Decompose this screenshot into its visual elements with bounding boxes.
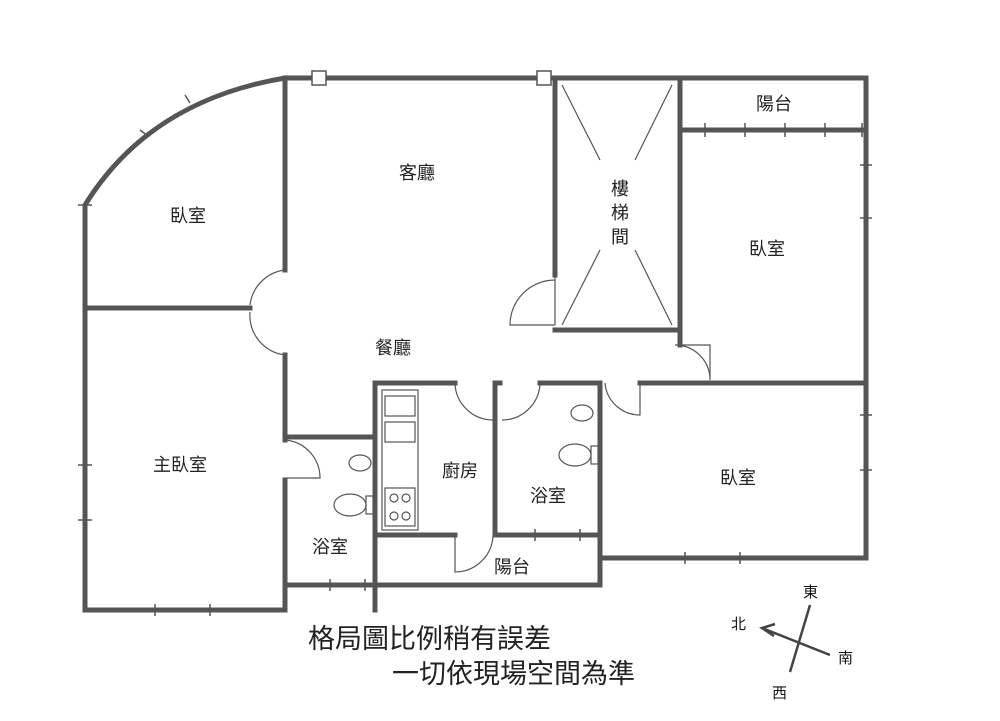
doors [249, 269, 711, 573]
compass-east: 東 [803, 583, 819, 601]
fixtures [333, 389, 599, 531]
scale-note-line1: 格局圖比例稍有誤差 [308, 624, 551, 655]
room-balcony-top: 陽台 [756, 94, 792, 115]
room-bath-2: 浴室 [530, 486, 566, 507]
stair-lines [561, 84, 673, 326]
scale-note-line2: 一切依現場空間為準 [392, 659, 635, 690]
room-balcony-bottom: 陽台 [494, 557, 530, 578]
room-kitchen: 廚房 [442, 461, 478, 482]
room-dining: 餐廳 [375, 338, 411, 359]
room-stairs: 樓梯間 [608, 179, 629, 251]
room-bedroom-ne: 臥室 [749, 239, 785, 260]
room-bedroom-nw: 臥室 [170, 206, 206, 227]
room-bedroom-se: 臥室 [720, 468, 756, 489]
windows [78, 70, 872, 616]
walls [82, 75, 869, 613]
room-bath-1: 浴室 [312, 537, 348, 558]
compass-north: 北 [731, 615, 747, 633]
room-living: 客廳 [399, 163, 435, 184]
room-master-bedroom: 主臥室 [153, 455, 207, 476]
compass-south: 南 [838, 649, 854, 667]
compass [759, 604, 831, 673]
compass-west: 西 [772, 684, 788, 702]
